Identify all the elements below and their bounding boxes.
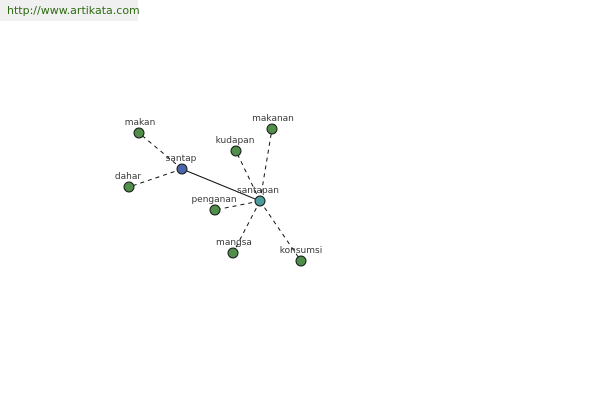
nodes-layer [123,123,307,267]
node-penganan[interactable] [209,204,221,216]
node-mangsa[interactable] [227,247,239,259]
edge-santap-makan [138,132,183,170]
source-banner: http://www.artikata.com [0,0,140,21]
edge-santap-dahar [128,168,183,188]
node-label-konsumsi: konsumsi [280,246,322,256]
node-label-dahar: dahar [115,172,141,182]
node-konsumsi[interactable] [295,255,307,267]
node-label-santap: santap [166,154,197,164]
node-label-penganan: penganan [191,195,236,205]
node-santap[interactable] [176,163,188,175]
labels-layer: santap santapan makan dahar kudapan makanan pe… [115,114,322,256]
source-url-link[interactable]: http://www.artikata.com [7,4,140,17]
node-dahar[interactable] [123,181,135,193]
node-label-makan: makan [125,118,156,128]
node-label-makanan: makanan [252,114,294,124]
node-santapan[interactable] [254,195,266,207]
edge-santap-santapan [181,168,261,202]
node-label-kudapan: kudapan [216,136,255,146]
edge-santapan-mangsa [232,200,261,254]
node-label-santapan: santapan [237,186,279,196]
node-makanan[interactable] [266,123,278,135]
node-label-mangsa: mangsa [216,238,252,248]
node-kudapan[interactable] [230,145,242,157]
edges-layer [128,128,302,262]
node-makan[interactable] [133,127,145,139]
edge-santapan-kudapan [235,150,261,202]
